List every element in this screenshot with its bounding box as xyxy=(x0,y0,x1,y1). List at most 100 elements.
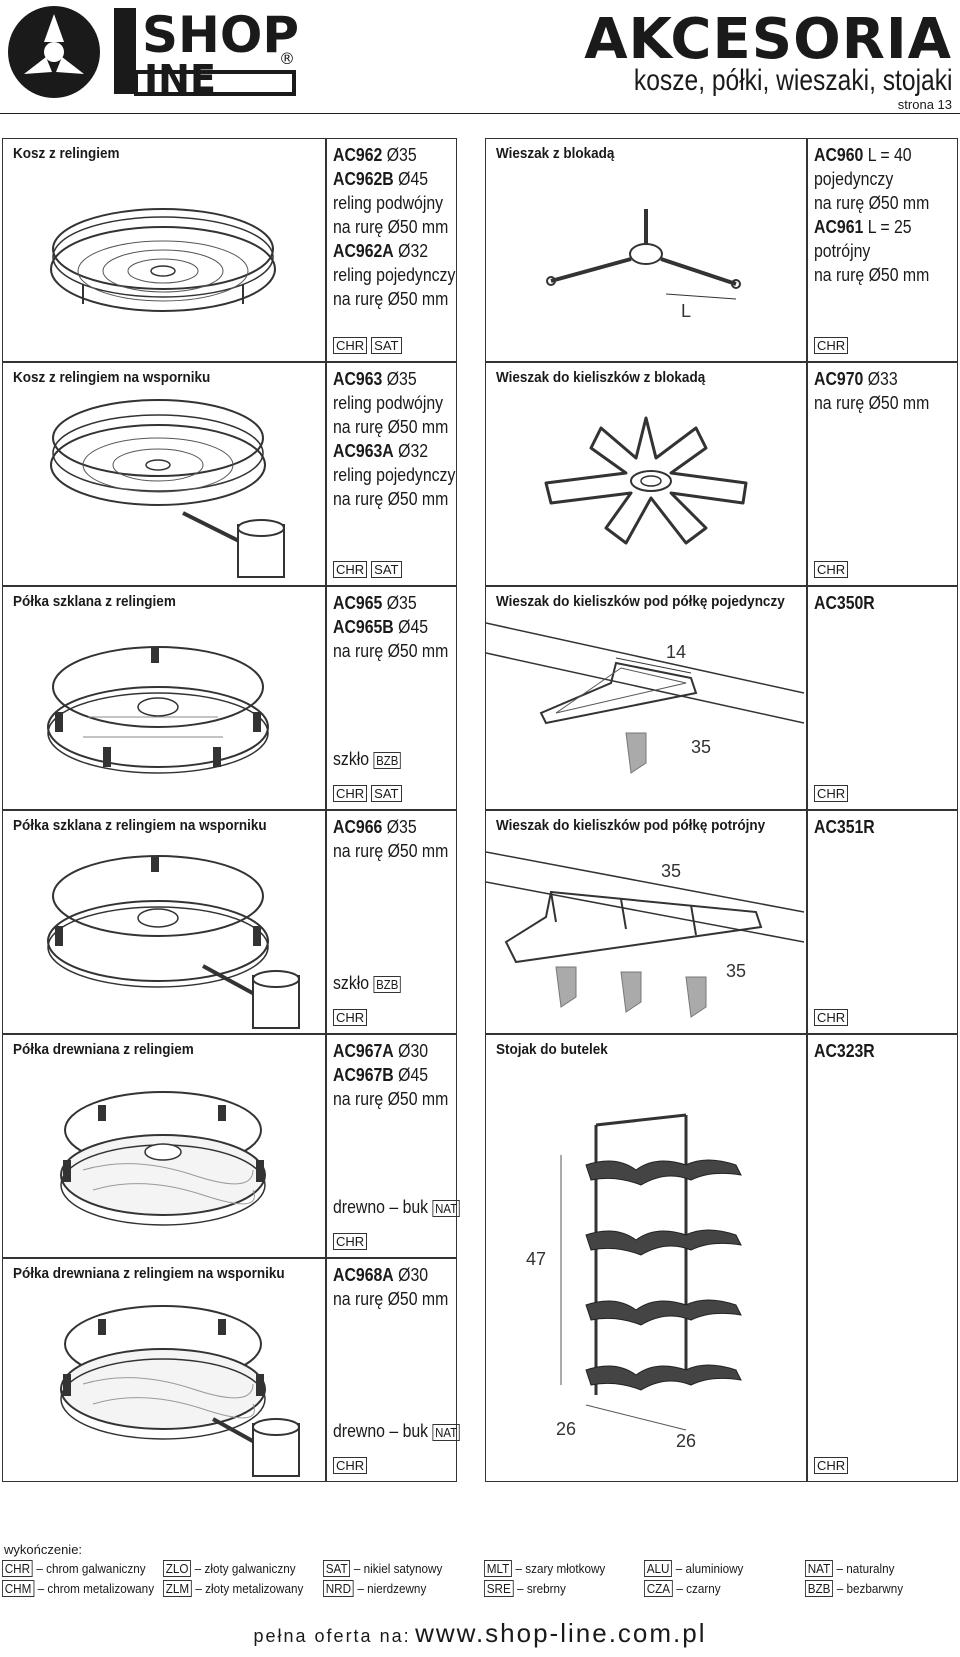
panel-divider xyxy=(325,1035,327,1257)
product-panel-ac970: Wieszak do kieliszków z blokadą AC970 Ø3… xyxy=(485,362,958,586)
legend-item: BZB– bezbarwny xyxy=(805,1580,903,1597)
legend-item: ZLM– złoty metalizowany xyxy=(163,1580,303,1597)
finish-badge-chr: CHR xyxy=(333,1233,368,1250)
product-panel-ac962: Kosz z relingiem AC962 Ø35 AC962B Ø45 re… xyxy=(2,138,457,362)
product-title: Półka szklana z relingiem na wsporniku xyxy=(13,817,267,834)
page-footer: pełna oferta na: www.shop-line.com.pl xyxy=(0,1618,960,1649)
legend-item: CHR– chrom galwaniczny xyxy=(2,1560,146,1577)
product-title: Kosz z relingiem xyxy=(13,145,120,162)
panel-divider xyxy=(806,139,808,361)
product-panel-ac350r: Wieszak do kieliszków pod półkę pojedync… xyxy=(485,586,958,810)
dimension-label: L xyxy=(681,301,691,319)
product-panel-ac351r: Wieszak do kieliszków pod półkę potrójny… xyxy=(485,810,958,1034)
basket-drawing xyxy=(50,208,276,312)
product-panel-ac963: Kosz z relingiem na wsporniku AC963 Ø35 … xyxy=(2,362,457,586)
page-header: SHOP INE ® AKCESORIA kosze, półki, wiesz… xyxy=(0,0,960,120)
product-spec: AC967A Ø30 AC967B Ø45 na rurę Ø50 mm xyxy=(333,1041,449,1109)
product-spec: AC960 L = 40 pojedynczy na rurę Ø50 mm A… xyxy=(814,145,930,285)
wooden-shelf-drawing xyxy=(60,1091,266,1226)
panel-divider xyxy=(806,811,808,1033)
dimension-label: 35 xyxy=(661,861,681,881)
panel-divider xyxy=(325,139,327,361)
product-spec: AC966 Ø35 na rurę Ø50 mm xyxy=(333,817,449,861)
finish-badges: CHR xyxy=(814,1457,852,1475)
registered-mark: ® xyxy=(279,49,295,68)
product-spec: AC962 Ø35 AC962B Ø45 reling podwójny na … xyxy=(333,145,456,309)
panel-divider xyxy=(806,1035,808,1481)
product-panel-ac968a: Półka drewniana z relingiem na wsporniku… xyxy=(2,1258,460,1482)
finish-badges: CHR xyxy=(814,561,852,579)
product-panel-ac966: Półka szklana z relingiem na wsporniku A… xyxy=(2,810,457,1034)
finish-badge-chr: CHR xyxy=(814,1009,849,1026)
finish-badge-chr: CHR xyxy=(333,337,368,354)
finish-badge-bzb: BZB xyxy=(373,752,402,769)
material-note: szkło BZB xyxy=(333,749,405,770)
product-title: Wieszak do kieliszków z blokadą xyxy=(496,369,706,386)
glass-shelf-bracket-drawing xyxy=(47,855,300,1029)
panel-divider xyxy=(325,587,327,809)
product-panel-ac967: Półka drewniana z relingiem AC967A Ø30 A… xyxy=(2,1034,460,1258)
finish-badges: CHR xyxy=(814,785,852,803)
finish-badge-nat: NAT xyxy=(432,1200,460,1217)
legend-item: CZA– czarny xyxy=(644,1580,721,1597)
finish-badges: CHR xyxy=(333,1009,371,1027)
dimension-label: 26 xyxy=(556,1419,576,1439)
catalog-subtitle: kosze, półki, wieszaki, stojaki xyxy=(633,64,952,97)
product-spec: AC968A Ø30 na rurę Ø50 mm xyxy=(333,1265,449,1309)
legend-item: SAT– nikiel satynowy xyxy=(323,1560,442,1577)
finish-badge-chr: CHR xyxy=(814,337,849,354)
finish-badge-chr: CHR xyxy=(333,785,368,802)
product-title: Wieszak do kieliszków pod półkę potrójny xyxy=(496,817,766,834)
header-rule xyxy=(0,113,960,114)
finish-badge-bzb: BZB xyxy=(373,976,402,993)
panel-divider xyxy=(325,811,327,1033)
legend-item: CHM– chrom metalizowany xyxy=(2,1580,154,1597)
glass-hanger-triple-drawing: 35 35 xyxy=(486,851,804,1018)
panel-divider xyxy=(325,363,327,585)
panel-divider xyxy=(806,363,808,585)
finish-badge-chr: CHR xyxy=(814,785,849,802)
legend-item: SRE– srebrny xyxy=(484,1580,566,1597)
shop-line-logo: SHOP INE ® xyxy=(8,6,299,101)
logo-text-bottom: INE xyxy=(144,57,216,101)
finish-badges: CHR xyxy=(333,1457,371,1475)
finish-badge-chr: CHR xyxy=(814,561,849,578)
logo-text-top: SHOP xyxy=(142,6,299,64)
dimension-label: 35 xyxy=(726,961,746,981)
footer-label: pełna oferta na: xyxy=(253,1626,411,1646)
panel-divider xyxy=(806,587,808,809)
finish-badge-sat: SAT xyxy=(371,785,402,802)
dimension-label: 14 xyxy=(666,642,686,662)
glass-hanger-single-drawing: 14 35 xyxy=(486,622,804,774)
dimension-label: 47 xyxy=(526,1249,546,1269)
website-link[interactable]: www.shop-line.com.pl xyxy=(415,1618,707,1648)
legend-item: ALU– aluminiowy xyxy=(644,1560,743,1577)
glass-shelf-drawing xyxy=(47,646,269,774)
legend-item: NRD– nierdzewny xyxy=(323,1580,426,1597)
panel-divider xyxy=(325,1259,327,1481)
product-spec: AC323R xyxy=(814,1041,875,1061)
legend-item: MLT– szary młotkowy xyxy=(484,1560,605,1577)
product-title: Półka drewniana z relingiem xyxy=(13,1041,194,1058)
glass-hanger-lock-drawing xyxy=(544,416,748,545)
product-title: Wieszak z blokadą xyxy=(496,145,615,162)
product-spec: AC351R xyxy=(814,817,875,837)
finish-badge-chr: CHR xyxy=(333,1009,368,1026)
finish-badges: CHR xyxy=(814,1009,852,1027)
catalog-title: AKCESORIA xyxy=(584,7,952,72)
product-spec: AC350R xyxy=(814,593,875,613)
product-spec: AC970 Ø33 na rurę Ø50 mm xyxy=(814,369,930,413)
product-panel-ac965: Półka szklana z relingiem AC965 Ø35 AC96… xyxy=(2,586,457,810)
legend-item: ZLO– złoty galwaniczny xyxy=(163,1560,296,1577)
product-title: Kosz z relingiem na wsporniku xyxy=(13,369,211,386)
dimension-label: 35 xyxy=(691,737,711,757)
product-title: Stojak do butelek xyxy=(496,1041,608,1058)
finish-badges: CHR xyxy=(333,1233,371,1251)
finish-badges: CHR xyxy=(814,337,852,355)
material-note: drewno – buk NAT xyxy=(333,1421,463,1442)
basket-bracket-drawing xyxy=(50,399,285,578)
finish-badge-sat: SAT xyxy=(371,337,402,354)
